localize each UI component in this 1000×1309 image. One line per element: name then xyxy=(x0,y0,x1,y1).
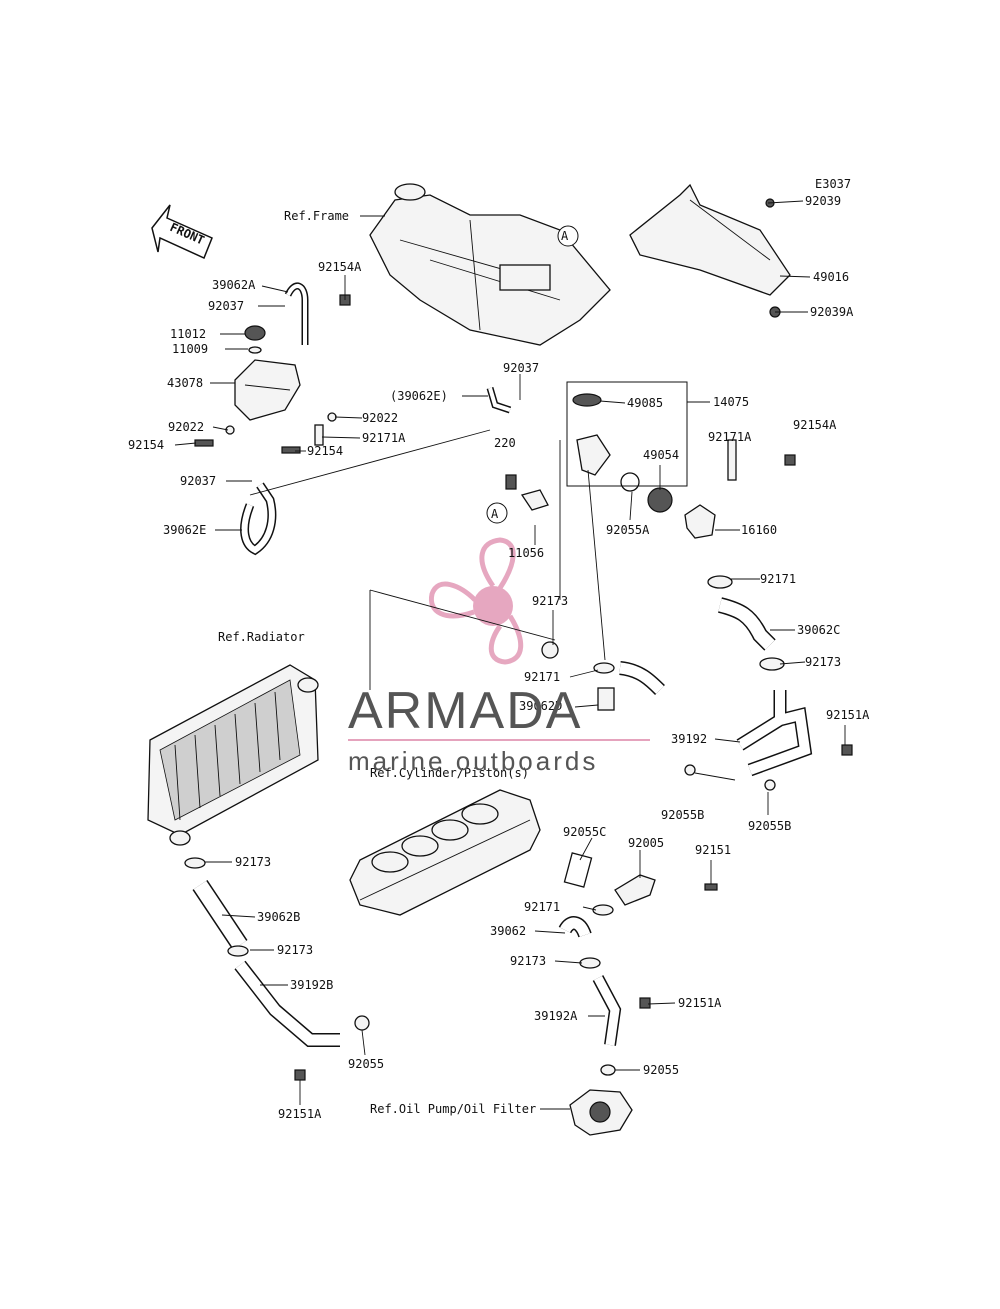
label-92039A: 92039A xyxy=(810,305,854,319)
label-220: 220 xyxy=(494,436,516,450)
label-92154A-right: 92154A xyxy=(793,418,837,432)
cylinder-block xyxy=(349,789,541,916)
ref-oil-pump: Ref.Oil Pump/Oil Filter xyxy=(370,1102,536,1116)
label-92151A-right: 92151A xyxy=(826,708,870,722)
leader-lines xyxy=(174,200,846,1110)
callout-a-low: A xyxy=(491,507,499,521)
front-arrow: FRONT xyxy=(151,204,213,260)
ref-cylinder: Ref.Cylinder/Piston(s) xyxy=(370,766,529,780)
label-92173-center: 92173 xyxy=(532,594,568,608)
watermark: ARMADA marine outboards xyxy=(348,682,650,776)
label-92005: 92005 xyxy=(628,836,664,850)
label-92055A: 92055A xyxy=(606,523,650,537)
label-16160: 16160 xyxy=(741,523,777,537)
cover-49016 xyxy=(629,183,791,296)
housing-14075 xyxy=(576,434,611,476)
label-43078: 43078 xyxy=(167,376,203,390)
callout-a-top: A xyxy=(561,229,569,243)
hose-39062A xyxy=(284,282,309,345)
label-39062A: 39062A xyxy=(212,278,256,292)
label-11012: 11012 xyxy=(170,327,206,341)
label-49054: 49054 xyxy=(643,448,679,462)
label-14075: 14075 xyxy=(713,395,749,409)
label-92055-low: 92055 xyxy=(643,1063,679,1077)
ref-frame: Ref.Frame xyxy=(284,209,349,223)
label-92154A-top: 92154A xyxy=(318,260,362,274)
label-92037-mid: 92037 xyxy=(503,361,539,375)
part-labels: E3037 92039 49016 92039A Ref.Frame 92154… xyxy=(128,177,870,1121)
label-11009: 11009 xyxy=(172,342,208,356)
ref-radiator: Ref.Radiator xyxy=(218,630,305,644)
watermark-logo xyxy=(428,537,524,665)
thermostat-49054 xyxy=(647,487,673,513)
label-92037-low: 92037 xyxy=(180,474,216,488)
label-92151A-left: 92151A xyxy=(278,1107,322,1121)
label-39062E: 39062E xyxy=(163,523,206,537)
label-92022-left: 92022 xyxy=(168,420,204,434)
frame-part xyxy=(369,183,611,346)
label-92173-right: 92173 xyxy=(805,655,841,669)
label-92173-rad1: 92173 xyxy=(235,855,271,869)
label-92171A-left: 92171A xyxy=(362,431,406,445)
label-49016: 49016 xyxy=(813,270,849,284)
label-92171A-right: 92171A xyxy=(708,430,752,444)
cover-16160 xyxy=(684,504,716,539)
label-39062B: 39062B xyxy=(257,910,300,924)
label-92055B-right: 92055B xyxy=(748,819,791,833)
oil-pump xyxy=(569,1089,633,1136)
label-39062C: 39062C xyxy=(797,623,840,637)
label-92173-rad2: 92173 xyxy=(277,943,313,957)
label-92154-left: 92154 xyxy=(128,438,164,452)
label-39062: 39062 xyxy=(490,924,526,938)
label-92154-mid: 92154 xyxy=(307,444,343,458)
label-92171-right: 92171 xyxy=(760,572,796,586)
label-49085: 49085 xyxy=(627,396,663,410)
label-92151A-low: 92151A xyxy=(678,996,722,1010)
watermark-tagline: marine outboards xyxy=(348,746,598,776)
bracket-11056 xyxy=(520,489,549,511)
label-92055B-left: 92055B xyxy=(661,808,704,822)
label-39192A: 39192A xyxy=(534,1009,578,1023)
label-92039: 92039 xyxy=(805,194,841,208)
cap-49085 xyxy=(572,393,602,407)
radiator xyxy=(147,664,319,846)
label-92173-low: 92173 xyxy=(510,954,546,968)
watermark-brand: ARMADA xyxy=(348,682,582,740)
label-92151: 92151 xyxy=(695,843,731,857)
label-39192: 39192 xyxy=(671,732,707,746)
sensor-92005 xyxy=(614,874,656,906)
label-11056: 11056 xyxy=(508,546,544,560)
label-39192B: 39192B xyxy=(290,978,333,992)
label-92055-left: 92055 xyxy=(348,1057,384,1071)
label-92171-low: 92171 xyxy=(524,900,560,914)
label-92022-right: 92022 xyxy=(362,411,398,425)
label-92037-top: 92037 xyxy=(208,299,244,313)
label-92171-center: 92171 xyxy=(524,670,560,684)
label-39062E-paren: (39062E) xyxy=(390,389,448,403)
reservoir-43078 xyxy=(234,325,301,421)
diagram-code: E3037 xyxy=(815,177,851,191)
label-39062D: 39062D xyxy=(519,699,562,713)
label-92055C: 92055C xyxy=(563,825,606,839)
cap-11012 xyxy=(244,325,266,341)
gasket-11009 xyxy=(248,346,262,354)
